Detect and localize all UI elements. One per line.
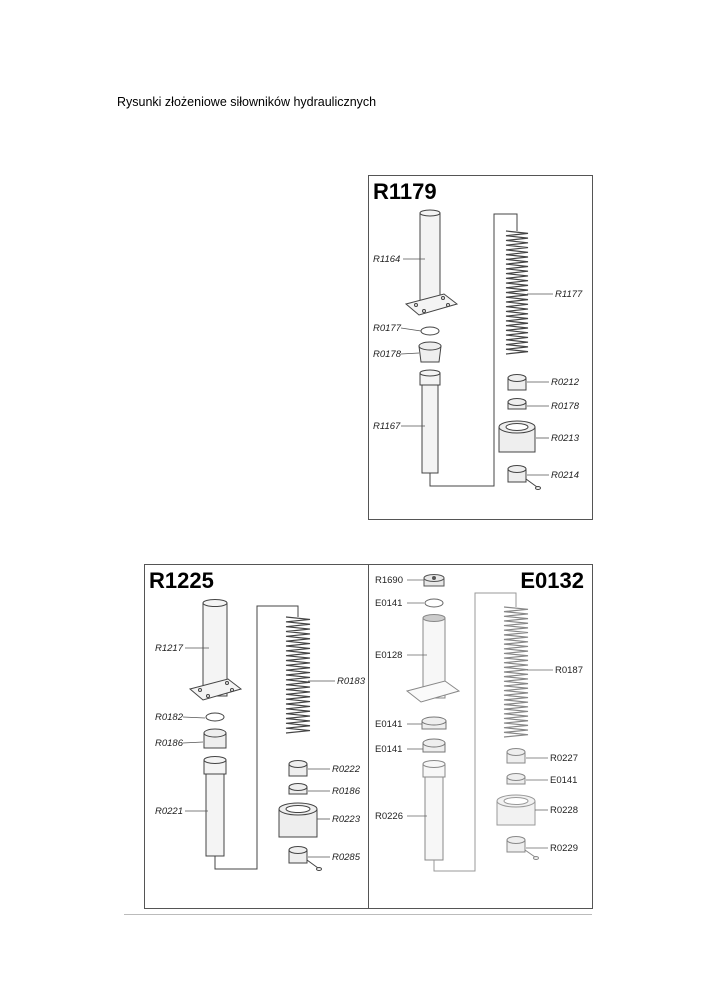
exploded-assembly-drawing: R1164 R0177 R0178 R1167 R1177 R0212 R017…	[373, 209, 583, 490]
ring-small	[288, 783, 308, 795]
label-bushing: E0141	[375, 744, 402, 755]
o-ring	[420, 326, 440, 336]
bushing	[418, 341, 442, 363]
label-tube-top: R1217	[155, 643, 184, 654]
base-cylinder	[278, 802, 318, 838]
label-ring2: R0178	[551, 401, 580, 412]
label-cup: R0227	[550, 753, 578, 764]
label-ring: R0177	[373, 323, 402, 334]
upper-tube	[188, 599, 243, 701]
spring	[285, 616, 311, 734]
cup	[506, 748, 526, 764]
assembly-line	[433, 592, 517, 872]
label-ring-top: E0141	[375, 598, 402, 609]
lower-tube	[203, 756, 227, 857]
cup	[507, 374, 527, 391]
o-ring	[205, 712, 225, 722]
page-title: Rysunki złożeniowe siłowników hydraulicz…	[117, 95, 377, 109]
label-tube-bottom: R1167	[373, 421, 401, 432]
label-cup: R0212	[551, 377, 580, 388]
lower-tube	[419, 369, 441, 474]
label-ring2: R0186	[332, 786, 361, 797]
cup	[288, 760, 308, 777]
foot-bushing	[506, 836, 539, 860]
exploded-assembly-drawing: R1690 E0141 E0128 E0141 E0141 R0226 R018…	[375, 574, 583, 872]
panel-code: R1179	[373, 179, 437, 204]
panel-code: E0132	[520, 568, 584, 593]
label-base: R0213	[551, 433, 580, 444]
assembly-line	[214, 605, 299, 870]
leader-lines	[400, 258, 553, 476]
label-ring: E0141	[375, 719, 402, 730]
label-tube-bottom: R0226	[375, 811, 403, 822]
bushing	[422, 738, 446, 753]
bottom-rule	[124, 914, 592, 915]
exploded-assembly-drawing: R1217 R0182 R0186 R0221 R0183 R0222 R018…	[155, 599, 366, 871]
label-spring: R0183	[337, 676, 366, 687]
assembly-line	[429, 213, 518, 487]
label-tube-top: E0128	[375, 650, 402, 661]
label-ring: R0182	[155, 712, 184, 723]
diagram-panel-r1179: R1179	[368, 175, 593, 520]
ring-small	[506, 773, 526, 785]
panel-code: R1225	[149, 568, 214, 593]
label-ring2: E0141	[550, 775, 577, 786]
ring-small	[507, 398, 527, 410]
leader-lines	[182, 647, 335, 858]
label-cap: R1690	[375, 575, 403, 586]
base-cylinder	[498, 420, 536, 453]
label-bushing: R0186	[155, 738, 184, 749]
label-tube-bottom: R0221	[155, 806, 183, 817]
spring	[503, 606, 529, 738]
cap	[423, 574, 445, 587]
label-bushing: R0178	[373, 349, 402, 360]
ring-mid	[421, 716, 447, 730]
label-foot: R0285	[332, 852, 361, 863]
lower-tube	[422, 760, 446, 861]
label-foot: R0214	[551, 470, 579, 481]
bushing	[203, 728, 227, 749]
foot-bushing	[288, 846, 322, 871]
foot-bushing	[507, 465, 541, 490]
label-spring: R0187	[555, 665, 583, 676]
o-ring-top	[424, 598, 444, 608]
label-foot: R0229	[550, 843, 578, 854]
label-base: R0223	[332, 814, 361, 825]
diagram-panel-e0132: E0132	[368, 564, 593, 909]
label-tube-top: R1164	[373, 254, 400, 265]
base-cylinder	[496, 794, 536, 826]
label-cup: R0222	[332, 764, 361, 775]
diagram-panel-r1225: R1225	[144, 564, 369, 909]
leader-lines	[407, 579, 553, 849]
label-base: R0228	[550, 805, 578, 816]
upper-tube	[404, 209, 459, 316]
upper-tube	[405, 614, 461, 703]
spring	[505, 230, 529, 355]
label-spring: R1177	[555, 289, 583, 300]
